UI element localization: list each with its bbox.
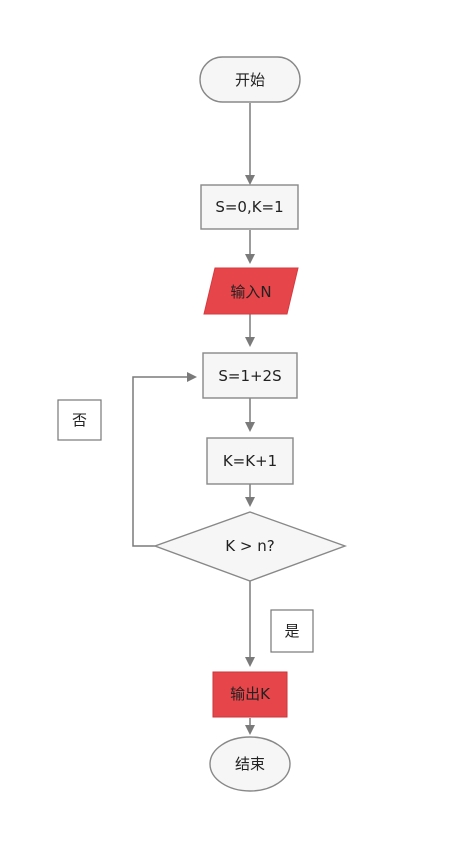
output-node: 输出K (212, 671, 288, 718)
end-node: 结束 (209, 736, 291, 792)
update-k-node: K=K+1 (206, 437, 294, 485)
no-edge-label: 否 (57, 399, 102, 441)
edge-decision-loop-back (132, 372, 197, 547)
update-s-process-shape (202, 352, 298, 399)
update-k-process-shape (206, 437, 294, 485)
start-node: 开始 (199, 56, 301, 103)
init-node: S=0,K=1 (200, 184, 299, 230)
input-parallelogram-shape (203, 267, 299, 315)
output-label: 输出K (230, 685, 271, 703)
decision-label: K > n? (225, 537, 274, 555)
update-k-label: K=K+1 (223, 452, 277, 470)
init-label: S=0,K=1 (215, 198, 283, 216)
decision-diamond-shape (152, 511, 348, 582)
start-terminal-shape (199, 56, 301, 103)
update-s-node: S=1+2S (202, 352, 298, 399)
input-node: 输入N (203, 267, 299, 315)
yes-edge-label: 是 (270, 609, 314, 653)
yes-label-text: 是 (284, 622, 299, 640)
update-s-label: S=1+2S (218, 367, 281, 385)
decision-node: K > n? (152, 511, 348, 582)
start-label: 开始 (235, 71, 265, 89)
output-process-shape (212, 671, 288, 718)
init-process-shape (200, 184, 299, 230)
no-label-text: 否 (72, 411, 87, 429)
input-label: 输入N (230, 283, 271, 301)
yes-label-box (270, 609, 314, 653)
no-label-box (57, 399, 102, 441)
end-label: 结束 (235, 755, 265, 773)
end-terminal-shape (209, 736, 291, 792)
